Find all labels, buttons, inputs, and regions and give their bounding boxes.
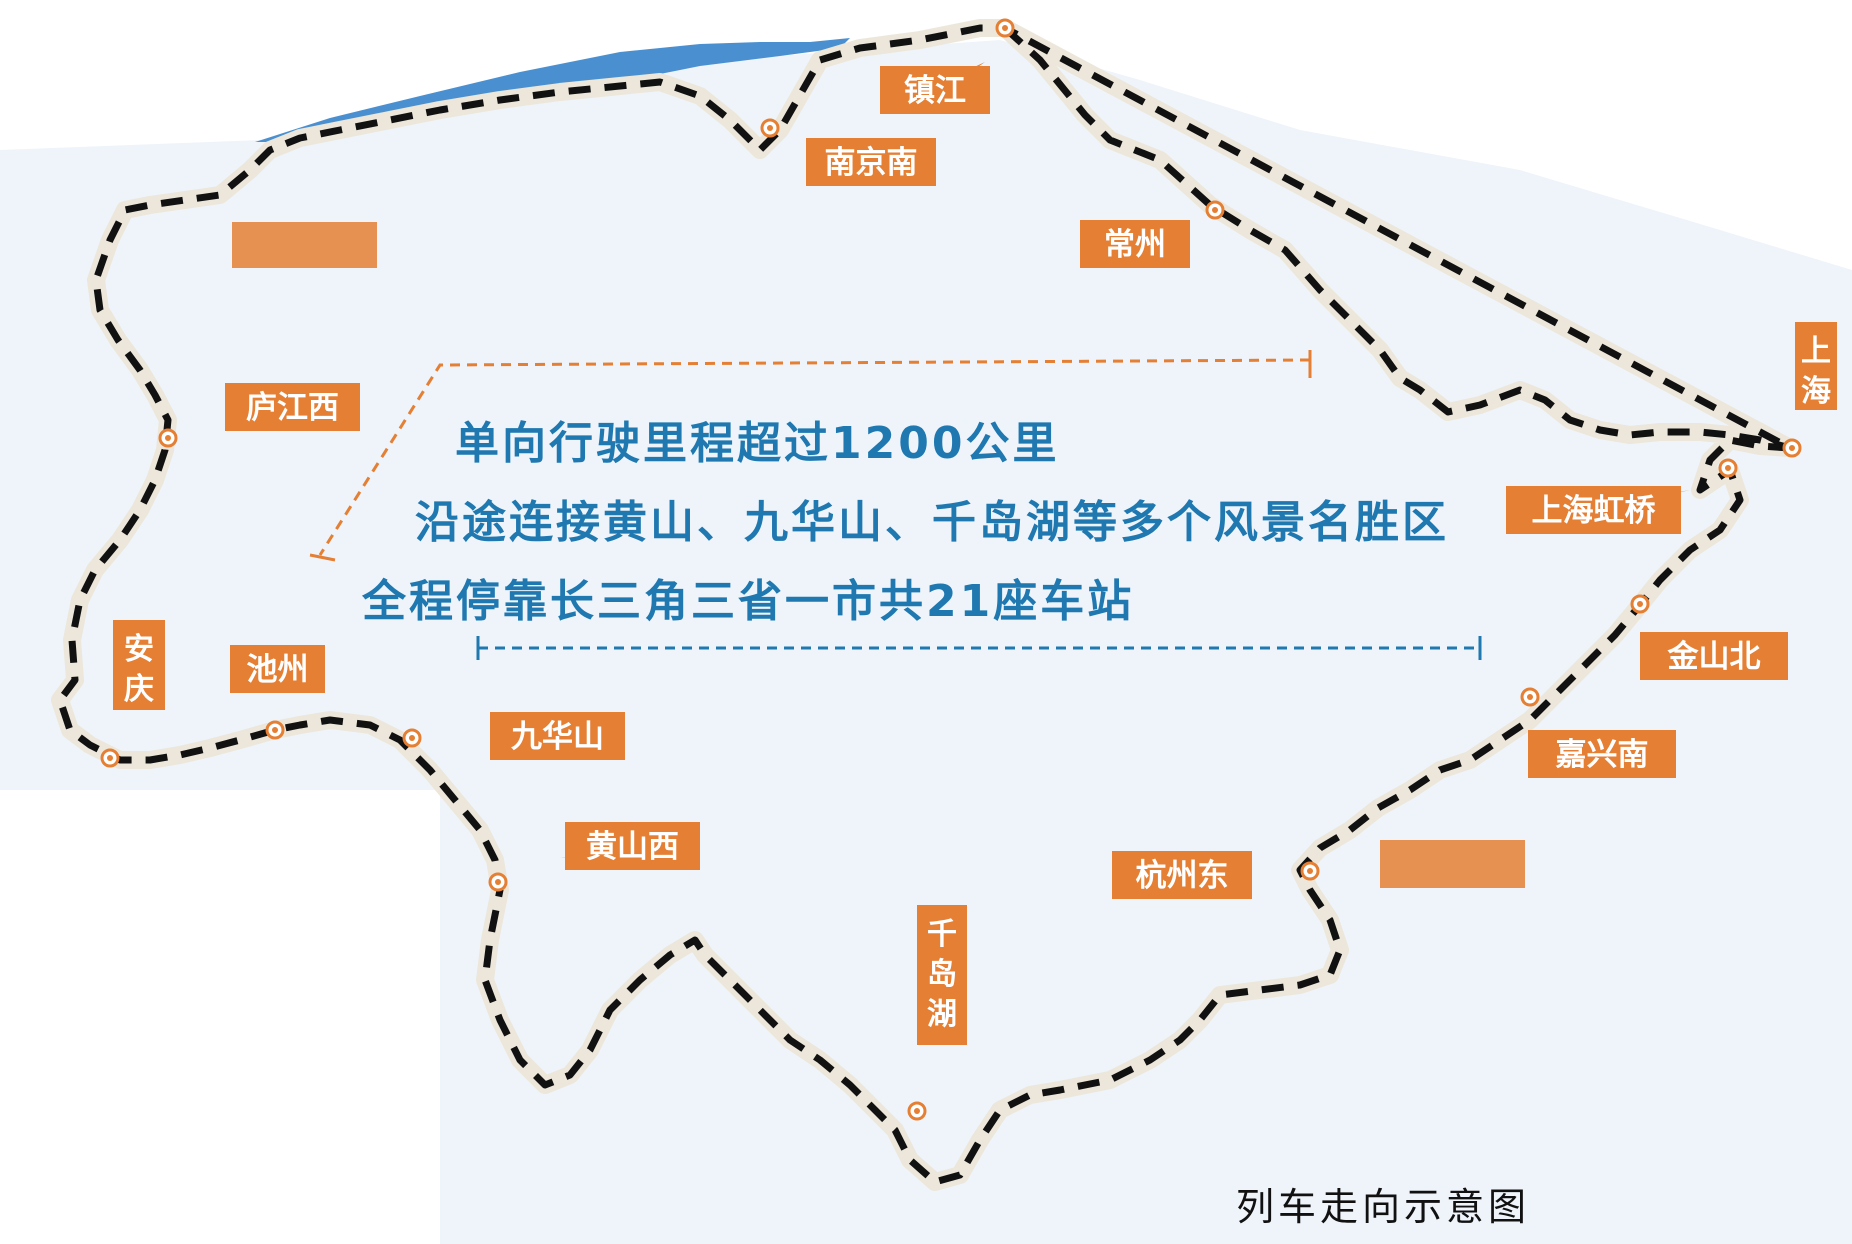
- station-label-box: [113, 620, 165, 710]
- station-label-char: 岛: [927, 957, 957, 992]
- station-dot-core: [107, 755, 113, 761]
- station-label-char: 庆: [124, 672, 154, 707]
- station-dot-core: [1307, 868, 1313, 874]
- station-label: 金山北: [1667, 639, 1761, 675]
- station-jiuhuashan: 九华山: [402, 712, 625, 760]
- station-label: 镇江: [904, 73, 966, 109]
- station-changzhou: 常州: [1080, 200, 1225, 268]
- station-label-box: [230, 645, 325, 693]
- station-dot-core: [1212, 207, 1218, 213]
- station-label-box: [1080, 220, 1190, 268]
- station-dot-core: [767, 125, 773, 131]
- headline-mileage: 单向行驶里程超过1200公里: [455, 418, 1060, 469]
- guide-orange-tick-left: [309, 553, 336, 562]
- station-shanghaihongqiao: 上海虹桥: [1506, 458, 1738, 534]
- station-label: 南京南: [825, 145, 918, 181]
- station-label-box: [917, 905, 967, 1045]
- station-label-box: [1795, 322, 1837, 410]
- station-jinshanbei: 金山北: [1630, 594, 1788, 680]
- station-huangshanxi: 黄山西: [488, 822, 700, 892]
- station-dot-core: [495, 879, 501, 885]
- station-anqing: 安庆: [100, 620, 165, 768]
- station-zhenjiang: 镇江: [880, 18, 1015, 114]
- station-label: 嘉兴南: [1556, 737, 1649, 773]
- station-label-box: [1112, 851, 1252, 899]
- guide-lines: [309, 350, 1482, 660]
- station-label-box: [880, 66, 990, 114]
- station-label-char: 湖: [927, 997, 957, 1032]
- rail-route: [51, 19, 1799, 1191]
- station-dot-core: [1637, 601, 1643, 607]
- station-label: 池州: [247, 652, 309, 688]
- station-dot-core: [1789, 445, 1795, 451]
- station-label: 九华山: [511, 719, 604, 755]
- station-label-box: [1528, 730, 1676, 778]
- station-label-box: [565, 822, 700, 870]
- station-dot-core: [1725, 465, 1731, 471]
- headline-scenic-areas: 沿途连接黄山、九华山、千岛湖等多个风景名胜区: [415, 497, 1449, 548]
- station-label-box: [225, 383, 360, 431]
- station-label-box: [1640, 632, 1788, 680]
- station-label-box: [490, 712, 625, 760]
- blurred-label-hefei: [232, 222, 377, 268]
- station-label: 黄山西: [586, 829, 679, 865]
- station-dot-core: [165, 435, 171, 441]
- station-label-box: [1506, 486, 1681, 534]
- station-label-char: 上: [1801, 334, 1831, 369]
- station-jiaxingnan: 嘉兴南: [1520, 687, 1676, 778]
- station-label: 庐江西: [246, 390, 339, 426]
- blurred-markers: [232, 222, 1525, 888]
- station-dot-core: [409, 735, 415, 741]
- station-chizhou: 池州: [230, 645, 325, 740]
- station-dot-core: [914, 1108, 920, 1114]
- headline-stations: 全程停靠长三角三省一市共21座车站: [362, 576, 1135, 627]
- land-area: [0, 40, 1852, 1244]
- station-label-box: [806, 138, 936, 186]
- station-label: 上海虹桥: [1532, 493, 1656, 529]
- station-dot-core: [1002, 25, 1008, 31]
- station-qiandaohu: 千岛湖: [907, 905, 967, 1121]
- station-label: 常州: [1104, 227, 1166, 263]
- station-dot-core: [272, 727, 278, 733]
- station-label-char: 千: [927, 917, 957, 952]
- station-label-char: 安: [124, 632, 154, 667]
- blurred-label-hangzhou: [1380, 840, 1525, 888]
- guide-orange: [318, 358, 1311, 556]
- station-label: 杭州东: [1136, 858, 1229, 894]
- map-caption: 列车走向示意图: [1236, 1185, 1531, 1229]
- station-hangzhoudong: 杭州东: [1112, 851, 1320, 899]
- station-dot-core: [1527, 694, 1533, 700]
- station-shanghai: 上海: [1782, 322, 1837, 458]
- station-lujiangxi: 庐江西: [158, 383, 360, 448]
- station-nanjingnan: 南京南: [760, 118, 936, 186]
- station-label-char: 海: [1801, 374, 1831, 409]
